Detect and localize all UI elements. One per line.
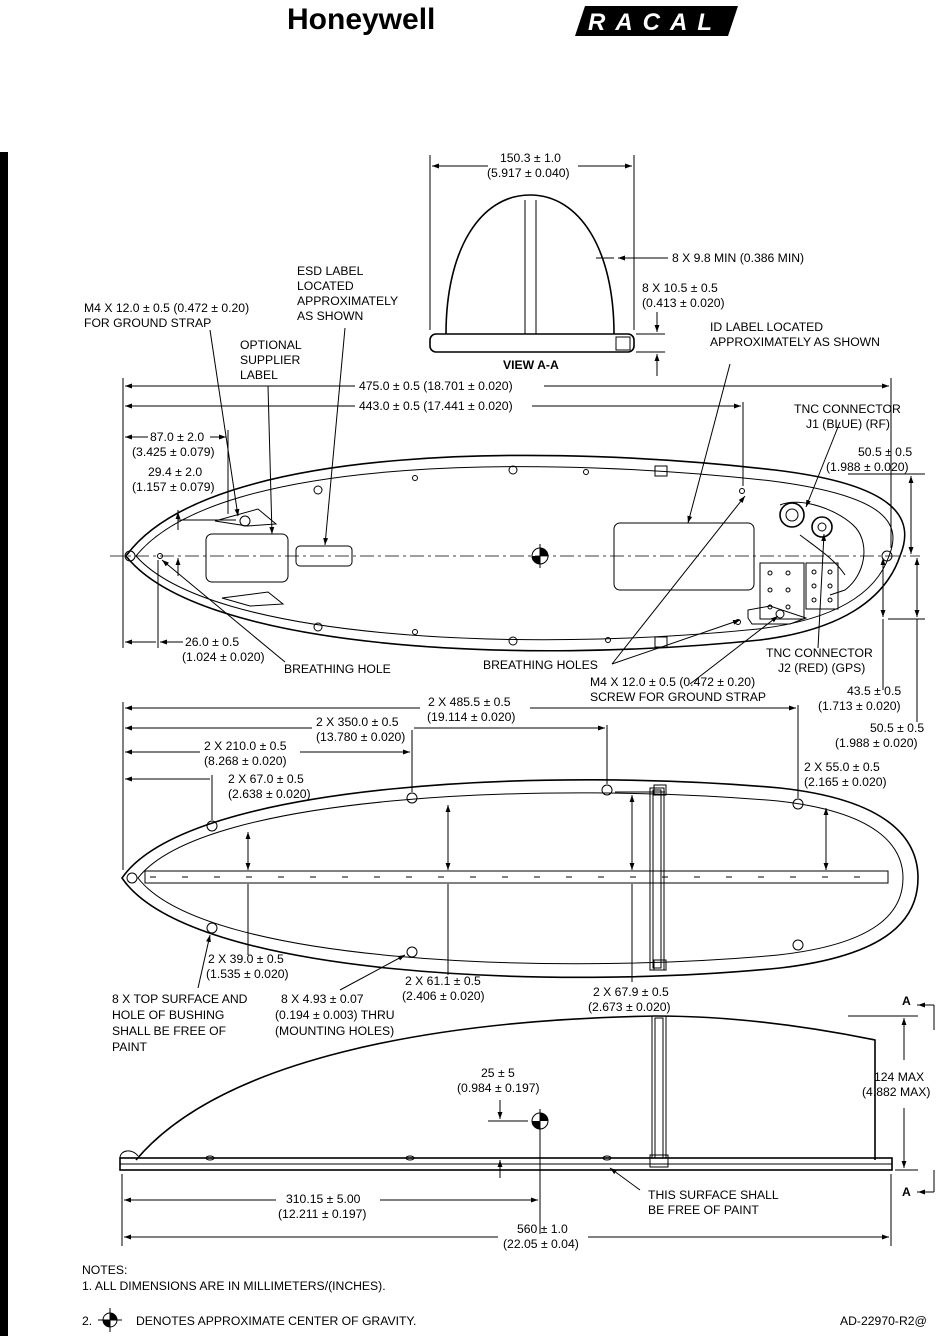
optional-supplier-label: OPTIONAL SUPPLIER LABEL <box>240 338 305 382</box>
dim-310: 310.15 ± 5.00 (12.211 ± 0.197) <box>278 1192 366 1221</box>
dim-475: 475.0 ± 0.5 (18.701 ± 0.020) <box>359 379 513 393</box>
note-1: 1. ALL DIMENSIONS ARE IN MILLIMETERS/(IN… <box>82 1279 386 1293</box>
svg-text:RACAL: RACAL <box>588 9 722 36</box>
dim-50-5-a: 50.5 ± 0.5 (1.988 ± 0.020) <box>826 445 916 474</box>
dim-39: 2 X 39.0 ± 0.5 (1.535 ± 0.020) <box>206 952 289 981</box>
dim-443: 443.0 ± 0.5 (17.441 ± 0.020) <box>359 399 513 413</box>
dim-485-5: 2 X 485.5 ± 0.5 (19.114 ± 0.020) <box>427 695 515 724</box>
esd-label-note: ESD LABEL LOCATED APPROXIMATELY AS SHOWN <box>297 264 401 323</box>
dim-87: 87.0 ± 2.0 (3.425 ± 0.079) <box>132 430 215 459</box>
dim-43-5: 43.5 ± 0.5 (1.713 ± 0.020) <box>818 684 905 713</box>
tnc-j1-label: TNC CONNECTOR J1 (BLUE) (RF) <box>794 402 904 431</box>
dim-67-9: 2 X 67.9 ± 0.5 (2.673 ± 0.020) <box>588 985 672 1014</box>
honeywell-logo: Honeywell <box>287 3 435 36</box>
note-2-text: DENOTES APPROXIMATE CENTER OF GRAVITY. <box>136 1314 416 1328</box>
dim-29: 29.4 ± 2.0 (1.157 ± 0.079) <box>132 465 215 494</box>
dim-50-5-b: 50.5 ± 0.5 (1.988 ± 0.020) <box>835 721 928 750</box>
notes-heading: NOTES: <box>82 1263 127 1277</box>
dim-25: 25 ± 5 (0.984 ± 0.197) <box>457 1066 540 1095</box>
cg-symbol-icon <box>98 1308 122 1332</box>
breathing-holes-label: BREATHING HOLES <box>483 658 598 672</box>
ground-strap-note: M4 X 12.0 ± 0.5 (0.472 ± 0.20) FOR GROUN… <box>84 301 253 330</box>
view-aa-title: VIEW A-A <box>503 358 559 372</box>
view-aa-width-in: (5.917 ± 0.040) <box>487 166 570 180</box>
page-edge-bar <box>0 152 8 1336</box>
bottom-view <box>121 702 919 991</box>
mounting-holes-note: 8 X 4.93 ± 0.07 (0.194 ± 0.003) THRU (MO… <box>275 992 398 1038</box>
racal-logo: RACAL <box>575 6 738 36</box>
dim-350: 2 X 350.0 ± 0.5 (13.780 ± 0.020) <box>316 715 405 744</box>
dim-67: 2 X 67.0 ± 0.5 (2.638 ± 0.020) <box>228 772 311 801</box>
top-surface-note: 8 X TOP SURFACE AND HOLE OF BUSHING SHAL… <box>112 992 251 1054</box>
dim-55: 2 X 55.0 ± 0.5 (2.165 ± 0.020) <box>804 760 887 789</box>
section-a-bottom: A <box>902 1185 911 1199</box>
id-label-note: ID LABEL LOCATED APPROXIMATELY AS SHOWN <box>710 320 880 349</box>
dim-26: 26.0 ± 0.5 (1.024 ± 0.020) <box>182 635 265 664</box>
drawing-number: AD-22970-R2@ <box>840 1314 927 1328</box>
section-a-top: A <box>902 994 911 1008</box>
note-2-number: 2. <box>82 1314 92 1328</box>
view-aa-dim-mm: 8 X 10.5 ± 0.5 <box>642 281 718 295</box>
view-aa-width-mm: 150.3 ± 1.0 <box>500 151 561 165</box>
paint-free-surface-note: THIS SURFACE SHALL BE FREE OF PAINT <box>648 1188 782 1217</box>
dim-560: 560 ± 1.0 (22.05 ± 0.04) <box>503 1222 579 1251</box>
view-aa-min-dim: 8 X 9.8 MIN (0.386 MIN) <box>672 251 804 265</box>
ground-screw-note: M4 X 12.0 ± 0.5 (0.472 ± 0.20) SCREW FOR… <box>590 675 766 704</box>
dim-210: 2 X 210.0 ± 0.5 (8.268 ± 0.020) <box>204 739 290 768</box>
breathing-hole-label: BREATHING HOLE <box>284 662 391 676</box>
dim-124: 124 MAX (4.882 MAX) <box>862 1070 930 1099</box>
view-aa <box>429 155 668 376</box>
dim-61-1: 2 X 61.1 ± 0.5 (2.406 ± 0.020) <box>402 974 485 1003</box>
side-view <box>119 1002 935 1246</box>
top-view <box>110 327 925 722</box>
tnc-j2-label: TNC CONNECTOR J2 (RED) (GPS) <box>766 646 876 675</box>
view-aa-dim-in: (0.413 ± 0.020) <box>642 296 725 310</box>
